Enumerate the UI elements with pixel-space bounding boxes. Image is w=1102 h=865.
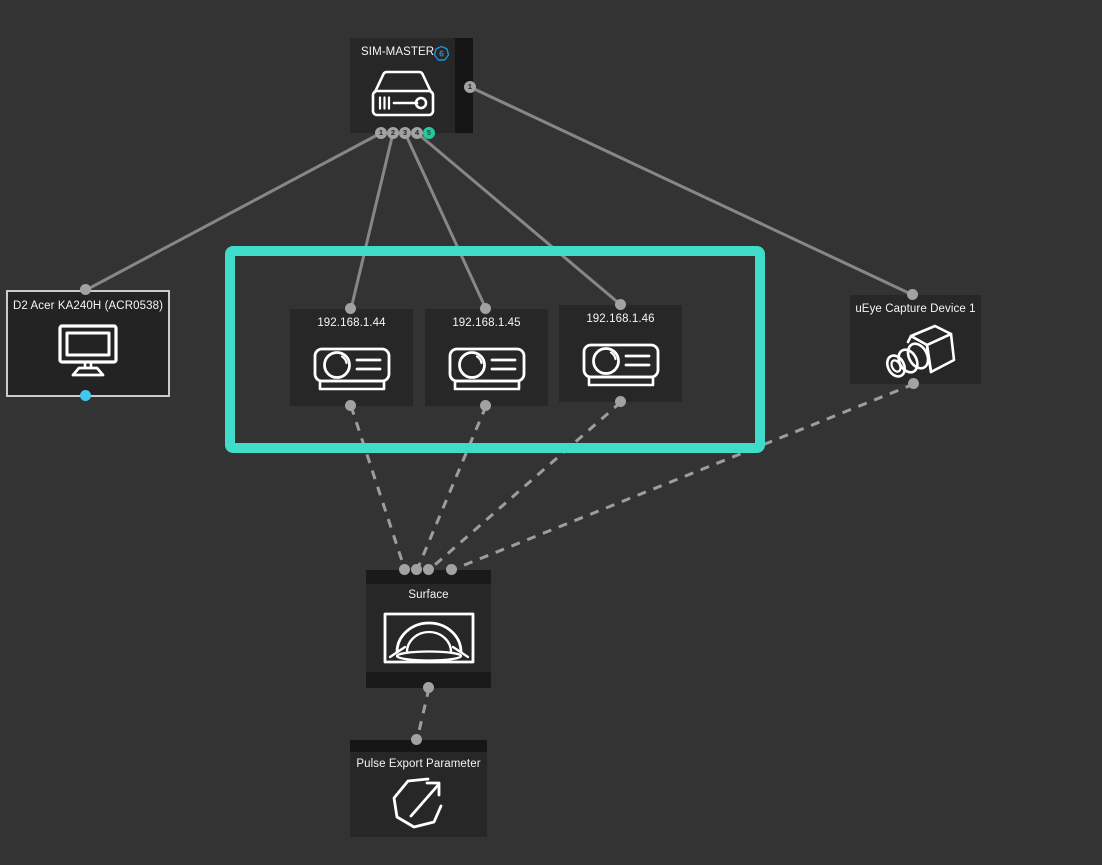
projector-icon	[448, 347, 525, 390]
node-title: 192.168.1.45	[452, 317, 521, 329]
edge-sim-display[interactable]	[85, 131, 382, 292]
svg-text:6: 6	[439, 49, 444, 59]
node-title: Pulse Export Parameter	[356, 758, 481, 770]
node-title: D2 Acer KA240H (ACR0538)	[12, 300, 164, 312]
node-sim-master[interactable]: SIM-MASTER 6	[350, 38, 473, 133]
edge-projector46-surface[interactable]	[428, 400, 622, 572]
port-display-out[interactable]	[80, 390, 91, 401]
node-title: SIM-MASTER	[361, 46, 435, 58]
port-sim-out-3[interactable]: 3	[399, 127, 411, 139]
port-sim-out-4[interactable]: 4	[411, 127, 423, 139]
node-pulse-export[interactable]: Pulse Export Parameter	[350, 740, 487, 837]
node-header-strip	[350, 740, 487, 752]
node-title: 192.168.1.46	[586, 313, 655, 325]
port-projector45-out[interactable]	[480, 400, 491, 411]
port-surface-in-1[interactable]	[399, 564, 410, 575]
node-surface[interactable]: Surface	[366, 570, 491, 688]
edge-projector45-surface[interactable]	[415, 405, 488, 571]
node-projector-45[interactable]: 192.168.1.45	[425, 309, 548, 406]
edge-sim-projector45[interactable]	[403, 132, 488, 310]
node-title: uEye Capture Device 1	[855, 303, 976, 315]
edge-surface-pulse[interactable]	[415, 687, 431, 741]
node-projector-44[interactable]: 192.168.1.44	[290, 309, 413, 406]
edge-sim-capture[interactable]	[469, 85, 914, 297]
node-footer-strip	[366, 672, 491, 688]
port-sim-out-5[interactable]: 5	[423, 127, 435, 139]
port-sim-out-1[interactable]: 1	[375, 127, 387, 139]
port-projector45-in[interactable]	[480, 303, 491, 314]
node-display-acer[interactable]: D2 Acer KA240H (ACR0538)	[6, 290, 170, 397]
camera-icon	[885, 324, 955, 378]
export-arrow-icon	[392, 777, 442, 828]
port-pulse-in[interactable]	[411, 734, 422, 745]
port-projector44-out[interactable]	[345, 400, 356, 411]
count-badge-icon: 6	[433, 45, 450, 62]
monitor-icon	[58, 323, 118, 376]
port-sim-out-2[interactable]: 2	[387, 127, 399, 139]
port-projector44-in[interactable]	[345, 303, 356, 314]
port-surface-out[interactable]	[423, 682, 434, 693]
port-projector46-out[interactable]	[615, 396, 626, 407]
port-display-in[interactable]	[80, 284, 91, 295]
port-surface-in-3[interactable]	[423, 564, 434, 575]
port-surface-in-2[interactable]	[411, 564, 422, 575]
port-sim-side-1[interactable]: 1	[464, 81, 476, 93]
edge-projector44-surface[interactable]	[349, 405, 407, 571]
node-header-strip	[366, 570, 491, 584]
edge-sim-projector44[interactable]	[349, 132, 395, 310]
node-title: Surface	[408, 589, 449, 601]
edge-sim-projector46[interactable]	[416, 131, 622, 307]
port-capture-out[interactable]	[908, 378, 919, 389]
dome-surface-icon	[383, 612, 474, 663]
node-title: 192.168.1.44	[317, 317, 386, 329]
port-projector46-in[interactable]	[615, 299, 626, 310]
node-capture-ueye[interactable]: uEye Capture Device 1	[850, 295, 981, 384]
port-surface-in-4[interactable]	[446, 564, 457, 575]
media-server-icon	[371, 70, 434, 116]
port-capture-in[interactable]	[907, 289, 918, 300]
selection-rectangle	[225, 246, 765, 453]
projector-icon	[313, 347, 390, 390]
projector-icon	[582, 343, 659, 386]
edge-capture-surface[interactable]	[451, 382, 915, 572]
node-projector-46[interactable]: 192.168.1.46	[559, 305, 682, 402]
